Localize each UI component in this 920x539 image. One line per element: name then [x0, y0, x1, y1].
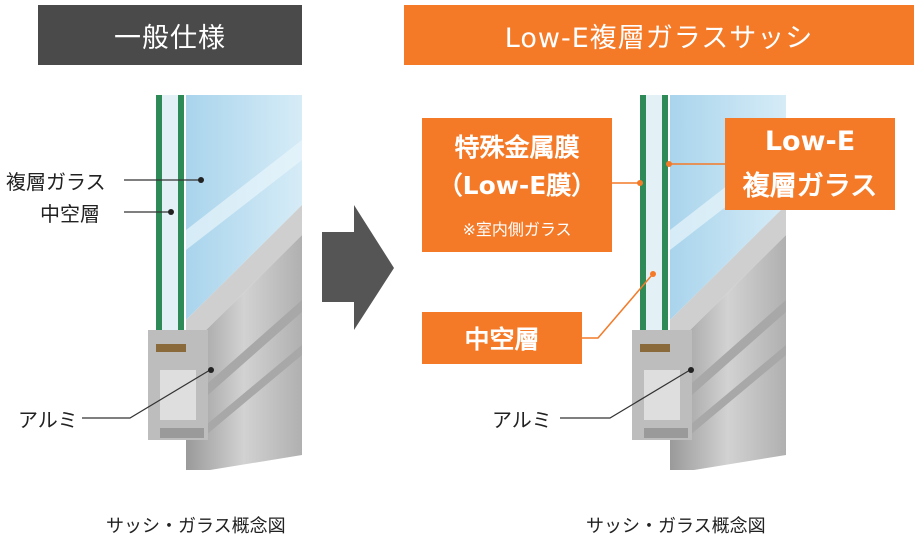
label-hollow-left: 中空層: [40, 202, 100, 226]
right-frame-groove-1: [684, 300, 786, 402]
caption-left: サッシ・ガラス概念図: [106, 516, 286, 537]
right-profile-slot: [640, 344, 670, 352]
label-aluminum-left: アルミ: [18, 408, 78, 432]
left-profile-channel: [160, 370, 196, 420]
label-aluminum-right: アルミ: [492, 408, 552, 432]
leader-hollow-right: [582, 274, 653, 339]
callout-special-film-line1: 特殊金属膜: [454, 133, 580, 162]
left-profile-slot: [156, 344, 186, 352]
label-double-glass-left: 複層ガラス: [6, 170, 106, 194]
right-profile-bottom: [644, 428, 688, 438]
leader-dot-film: [637, 180, 643, 186]
left-frame-groove-2: [200, 345, 302, 440]
header-standard-spec: 一般仕様: [38, 5, 302, 65]
left-glass-edge-inner: [178, 95, 184, 333]
callout-hollow-layer: 中空層: [422, 312, 582, 364]
leader-dot-hollow-left: [168, 209, 174, 215]
left-frame-top: [186, 205, 302, 350]
leader-dot-lowe: [666, 161, 672, 167]
right-glass-edge-outer: [640, 95, 646, 333]
leader-dot-aluminum-right: [688, 367, 694, 373]
right-frame-groove-2: [684, 345, 786, 440]
leader-dot-hollow-right: [650, 271, 656, 277]
left-sash-illustration: [148, 95, 302, 470]
callout-lowe-glass: Low-E 複層ガラス: [725, 118, 895, 210]
left-frame-groove-1: [200, 300, 302, 402]
leader-dot-aluminum-left: [208, 367, 214, 373]
leader-dot-double-glass-left: [198, 177, 204, 183]
header-lowe-sash: Low-E複層ガラスサッシ: [404, 5, 914, 65]
caption-right: サッシ・ガラス概念図: [586, 516, 766, 537]
right-glass-edge-inner: [662, 95, 668, 333]
transition-arrow: [322, 205, 394, 330]
callout-special-film-note: ※室内側ガラス: [462, 220, 572, 239]
left-glass-sheen: [186, 140, 302, 250]
callout-lowe-line2: 複層ガラス: [742, 171, 878, 202]
right-hollow-gap: [646, 95, 662, 333]
callout-special-film: 特殊金属膜 （Low-E膜） ※室内側ガラス: [422, 118, 612, 252]
leader-aluminum-right: [560, 369, 691, 419]
callout-lowe-line1: Low-E: [764, 126, 856, 157]
left-profile-bottom: [160, 428, 204, 438]
left-glass-pane: [186, 95, 302, 320]
right-frame-top: [670, 205, 786, 350]
leader-aluminum-left: [82, 369, 211, 419]
right-profile-channel: [644, 370, 680, 420]
callout-special-film-line2: （Low-E膜）: [437, 171, 597, 200]
left-glass-edge-outer: [156, 95, 162, 333]
